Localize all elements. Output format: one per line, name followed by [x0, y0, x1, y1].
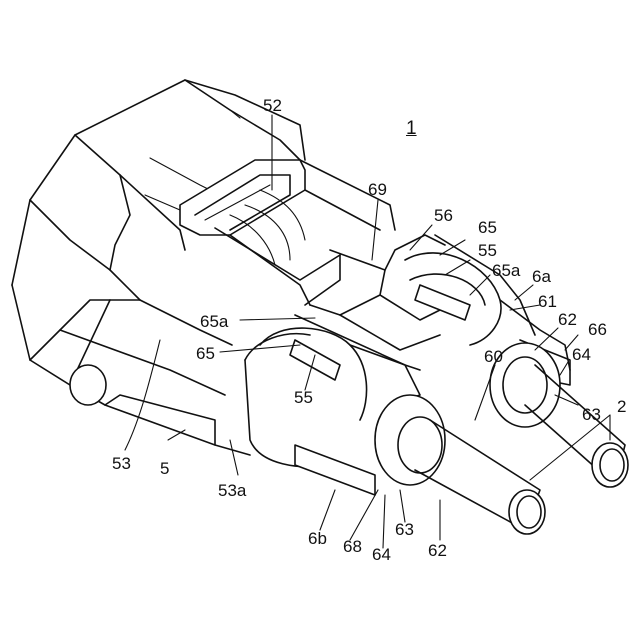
label-62-bottom: 62	[428, 542, 447, 559]
label-55-left: 55	[294, 389, 313, 406]
label-6b: 6b	[308, 530, 327, 547]
label-52: 52	[263, 97, 282, 114]
label-53: 53	[112, 455, 131, 472]
label-62-right: 62	[558, 311, 577, 328]
label-65-top: 65	[478, 219, 497, 236]
label-68: 68	[343, 538, 362, 555]
label-5: 5	[160, 460, 169, 477]
label-63-right: 63	[582, 406, 601, 423]
lock-arm-52	[180, 160, 395, 305]
label-64-right: 64	[572, 346, 591, 363]
housing-rear-body	[12, 80, 305, 455]
label-63-bottom: 63	[395, 521, 414, 538]
figure-number: 1	[406, 119, 417, 138]
label-60: 60	[484, 348, 503, 365]
label-55-top: 55	[478, 242, 497, 259]
label-2: 2	[617, 398, 626, 415]
label-65a-top: 65a	[492, 262, 520, 279]
label-53a: 53a	[218, 482, 246, 499]
label-65a-left: 65a	[200, 313, 228, 330]
label-61: 61	[538, 293, 557, 310]
label-66: 66	[588, 321, 607, 338]
cap-upper-6a	[405, 235, 570, 427]
label-69: 69	[368, 181, 387, 198]
label-56: 56	[434, 207, 453, 224]
label-6a: 6a	[532, 268, 551, 285]
label-65-left: 65	[196, 345, 215, 362]
label-64-bottom: 64	[372, 546, 391, 563]
